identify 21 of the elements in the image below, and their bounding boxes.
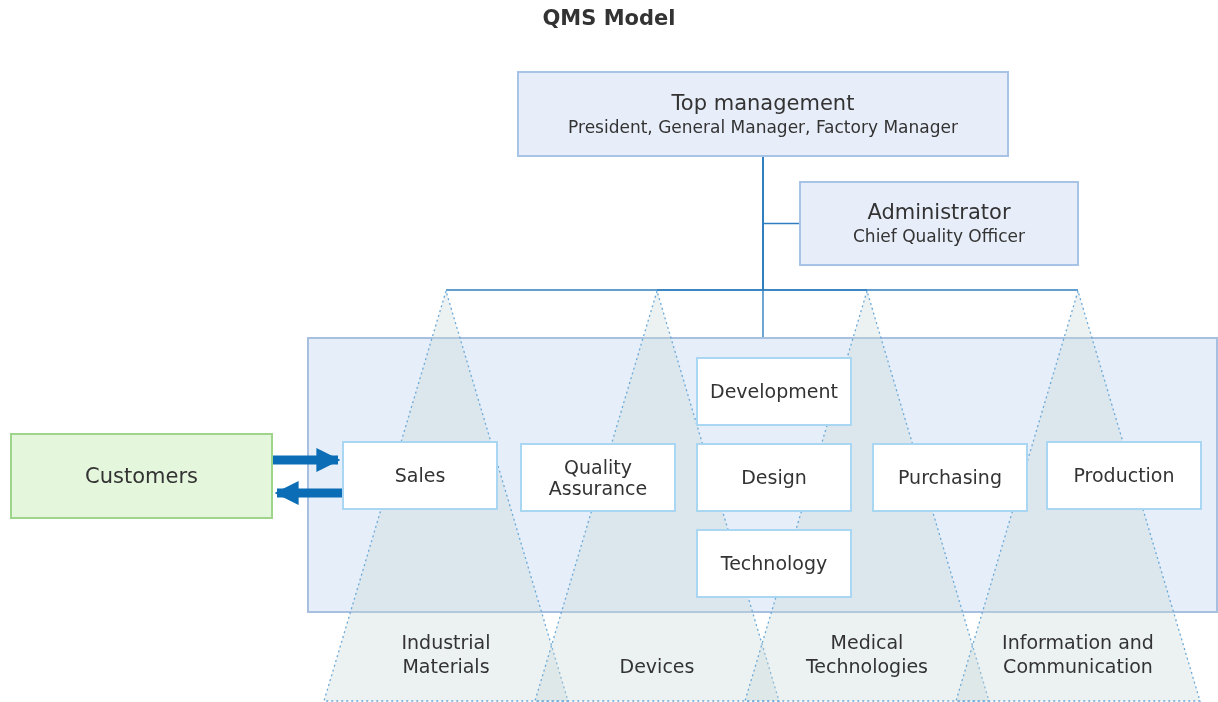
diagram-title: QMS Model <box>541 6 677 30</box>
department-box: Development <box>696 357 852 426</box>
department-box: Purchasing <box>872 443 1028 512</box>
box-title: Administrator <box>867 200 1011 225</box>
department-box: Sales <box>342 441 498 510</box>
sector-label: Information and Communication <box>1001 630 1155 678</box>
box-subtitle: President, General Manager, Factory Manager <box>568 115 958 138</box>
box-title: Top management <box>671 90 855 116</box>
customer-box: Customers <box>10 433 273 519</box>
department-box: Design <box>696 443 852 512</box>
role-box <box>517 71 1009 157</box>
sector-label: Devices <box>618 654 696 678</box>
department-box: Technology <box>696 529 852 598</box>
role-box <box>799 181 1079 266</box>
department-box: Quality Assurance <box>520 443 676 512</box>
sector-label: Medical Technologies <box>804 630 930 678</box>
arrow <box>274 481 342 505</box>
arrow <box>273 448 341 472</box>
sector-label: Industrial Materials <box>400 630 492 678</box>
department-box: Production <box>1046 441 1202 510</box>
box-subtitle: Chief Quality Officer <box>853 225 1025 247</box>
